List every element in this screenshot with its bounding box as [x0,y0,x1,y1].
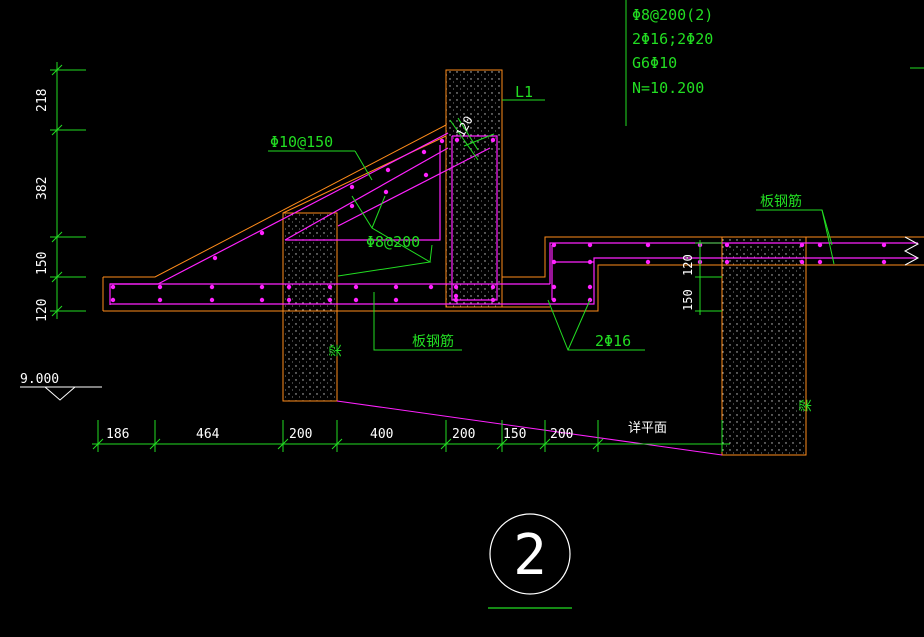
left-dimension-chain [50,62,86,319]
dim-bottom-6: 150 [503,427,526,442]
dim-bottom-1: 186 [106,427,129,442]
dim-bottom-5: 200 [452,427,475,442]
slab-rebar-right-label: 板钢筋 [760,193,802,210]
dim-left-4: 120 [35,299,50,322]
slab-rebar-right-leader [756,209,835,265]
dim-bottom-4: 400 [370,427,393,442]
dim-bottom-7: 200 [550,427,573,442]
inclined-stirrup-leader [337,195,433,277]
dim-left-3: 150 [35,252,50,275]
slope-dimension [449,117,495,161]
inclined-rebar-leader [268,150,373,181]
break-symbol [903,236,920,266]
left-beam-section [282,212,338,402]
see-plan-label: 详平面 [628,421,667,436]
level-value: 9.000 [20,372,59,387]
bottom-bars-leader [547,299,645,351]
dim-bottom-3: 200 [289,427,312,442]
slab-outline [102,124,924,312]
section-boundary-line [336,400,723,456]
right-beam-section [721,236,807,456]
bottom-bars-label: 2Φ16 [595,332,631,350]
bottom-dimension-chain [92,420,730,452]
slab-rebar-left-label: 板钢筋 [412,333,454,350]
section-number: 2 [513,523,547,588]
dim-left-1: 218 [35,89,50,112]
slab-rebar-left-leader [373,292,462,351]
dim-left-2: 382 [35,177,50,200]
level-mark [20,386,102,401]
section-number-symbol [488,513,572,609]
step-dimension [695,240,722,315]
beam-right-label: 梁 [799,399,814,412]
note-main-bars: 2Φ16;2Φ20 [632,30,713,48]
beam-left-label: 梁 [329,344,344,357]
step-dim-2: 150 [681,289,695,311]
note-elevation: N=10.200 [632,79,704,97]
inclined-rebar-label: Φ10@150 [270,133,333,151]
step-dim-1: 120 [681,254,695,276]
rebar-lines [109,132,918,305]
note-side-bars: G6Φ10 [632,54,677,72]
beam-l1-label: L1 [515,83,533,101]
note-stirrup: Φ8@200(2) [632,6,713,24]
upper-beam-l1-section [445,69,503,308]
dim-bottom-2: 464 [196,427,220,442]
inclined-stirrup-label: Φ8@200 [366,233,420,251]
rebar-dots [110,137,887,303]
